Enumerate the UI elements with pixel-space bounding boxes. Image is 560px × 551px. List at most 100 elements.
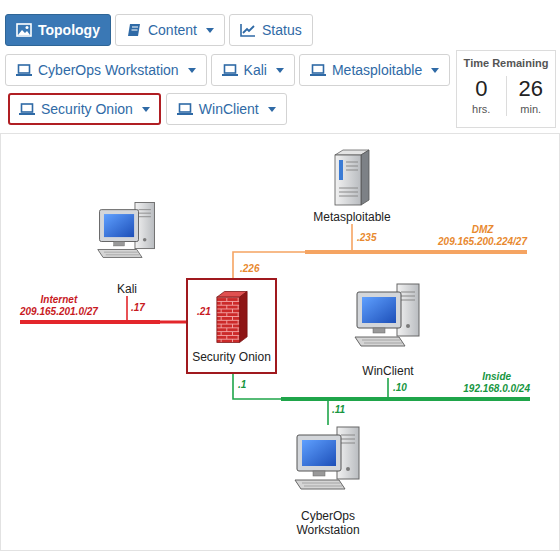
toolbar-button: WinClient <box>166 93 287 125</box>
timer-value: 0 <box>457 76 506 102</box>
i-img-symbol <box>17 24 31 36</box>
timer-value: 26 <box>507 76 556 102</box>
button-label: Topology <box>38 22 100 38</box>
timer-title-row: Time Remaining <box>457 51 555 70</box>
i-laptop-symbol <box>19 104 35 114</box>
toolbar-button: Content <box>115 14 225 46</box>
i-chart-symbol <box>241 24 255 36</box>
pc-symbol <box>355 284 419 346</box>
interface-address: .11 <box>332 404 345 416</box>
toolbar-button: Security Onion <box>8 93 161 125</box>
timer-unit: hrs. <box>457 102 506 116</box>
button-label: Status <box>262 22 302 38</box>
fw-icon <box>215 288 249 346</box>
timer-panel: Time Remaining 0hrs.26min. <box>456 50 556 128</box>
network-link <box>160 321 186 324</box>
device-node: WinClient <box>340 282 436 378</box>
network-link <box>233 374 281 399</box>
i-laptop-icon <box>310 63 326 77</box>
interface-address: .21 <box>197 306 211 318</box>
device-label: Metasploitable <box>313 210 390 224</box>
network-text: DMZ209.165.200.224/27 <box>438 224 527 248</box>
srv-icon <box>331 148 373 206</box>
interface-address: .10 <box>393 382 407 394</box>
device-node: Kali <box>87 200 167 296</box>
button-label: CyberOps Workstation <box>38 62 179 78</box>
button-label: WinClient <box>199 101 259 117</box>
toolbar-button: Status <box>229 14 313 46</box>
pc-symbol <box>98 203 155 258</box>
i-laptop-symbol <box>177 104 193 114</box>
pc-symbol <box>295 427 359 489</box>
caret-icon <box>268 107 276 112</box>
interface-address: .235 <box>357 232 376 244</box>
i-book-icon <box>126 23 142 37</box>
device-node: CyberOps Workstation <box>283 425 373 537</box>
network-address: 192.168.0.0/24 <box>463 383 530 395</box>
toolbar-button: Kali <box>211 54 295 86</box>
i-laptop-symbol <box>310 65 326 75</box>
network-name: DMZ <box>438 224 527 236</box>
network-bar <box>20 320 160 324</box>
network-address: 209.165.201.0/27 <box>20 306 98 318</box>
i-book-symbol <box>128 24 140 36</box>
network-bar <box>305 250 527 254</box>
button-label: Content <box>148 22 197 38</box>
network-text-row: DMZ209.165.200.224/27 <box>305 224 527 248</box>
timer-unit: min. <box>507 102 556 116</box>
button-label: Metasploitable <box>332 62 422 78</box>
network-link <box>387 378 389 397</box>
caret-symbol <box>142 107 150 112</box>
timer-title: Time Remaining <box>457 56 555 70</box>
caret-icon <box>188 68 196 73</box>
button-label: Kali <box>244 62 267 78</box>
network-text: Inside192.168.0.0/24 <box>463 371 530 395</box>
caret-symbol <box>188 68 196 73</box>
toolbar-ground <box>0 0 560 133</box>
device-label: CyberOps Workstation <box>283 509 373 537</box>
caret-symbol <box>431 68 439 73</box>
network-link <box>327 401 329 425</box>
firewall-box: Security Onion <box>186 278 277 374</box>
network-name: Inside <box>463 371 530 383</box>
network-text: Internet209.165.201.0/27 <box>20 294 98 318</box>
caret-symbol <box>276 68 284 73</box>
caret-icon <box>276 68 284 73</box>
diagram-panel <box>1 134 560 551</box>
toolbar-button: CyberOps Workstation <box>5 54 207 86</box>
interface-address: .17 <box>131 302 145 314</box>
interface-address: .1 <box>238 379 246 391</box>
caret-icon <box>142 107 150 112</box>
network-bar <box>281 397 530 401</box>
timer-cells: 0hrs.26min. <box>457 76 555 116</box>
device-label: WinClient <box>362 364 413 378</box>
i-laptop-symbol <box>222 65 238 75</box>
toolbar-button: Topology <box>5 14 111 46</box>
caret-icon <box>431 68 439 73</box>
device-label: Kali <box>117 282 137 296</box>
i-laptop-icon <box>16 63 32 77</box>
i-laptop-icon <box>222 63 238 77</box>
caret-icon <box>206 28 214 33</box>
i-img-icon <box>16 23 32 37</box>
network-link <box>351 224 353 250</box>
i-laptop-icon <box>177 102 193 116</box>
pc-icon <box>96 200 158 260</box>
i-laptop-symbol <box>16 65 32 75</box>
network-address: 209.165.200.224/27 <box>438 236 527 248</box>
network-link <box>126 296 128 320</box>
interface-address: .226 <box>240 263 259 275</box>
timer-cell: 0hrs. <box>457 76 506 116</box>
i-chart-icon <box>240 23 256 37</box>
network-name: Internet <box>20 294 98 306</box>
pc-icon <box>353 282 423 348</box>
button-label: Security Onion <box>41 101 133 117</box>
caret-symbol <box>268 107 276 112</box>
srv-symbol <box>335 150 369 205</box>
i-laptop-icon <box>19 102 35 116</box>
fw-symbol <box>216 292 246 343</box>
device-node: Metasploitable <box>297 148 407 224</box>
caret-symbol <box>206 28 214 33</box>
